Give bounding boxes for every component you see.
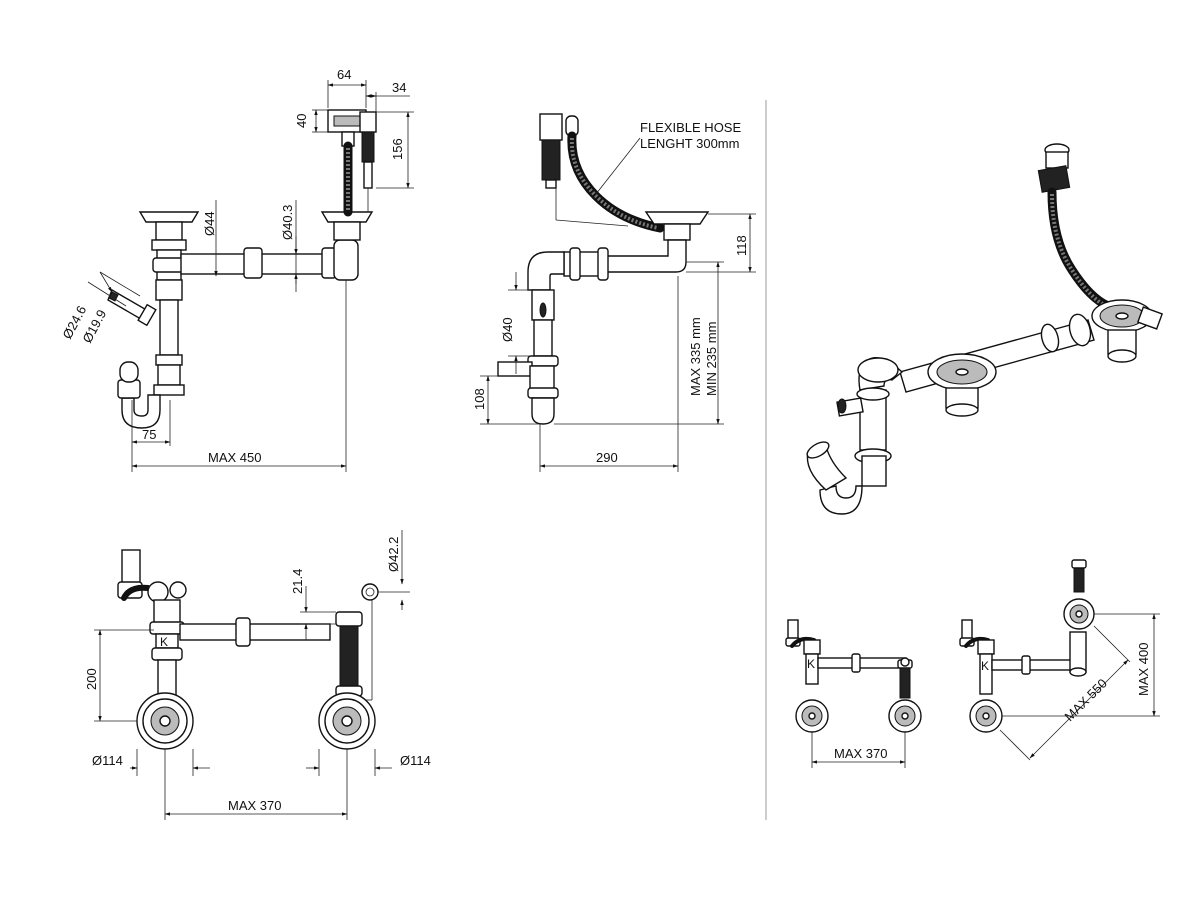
dim-dia-114-right: Ø114 — [400, 753, 431, 768]
svg-text:K: K — [981, 659, 989, 673]
dim-max-550: MAX 550 — [1062, 676, 1110, 724]
view-2-side-elevation: FLEXIBLE HOSE LENGHT 300mm 118 Ø40 108 M… — [472, 113, 756, 472]
dim-dia-42-2: Ø42.2 — [386, 537, 401, 572]
dim-118: 118 — [734, 235, 749, 256]
dim-min-235: MIN 235 mm — [704, 322, 719, 396]
dim-40: 40 — [294, 114, 309, 128]
dim-200: 200 — [84, 668, 99, 690]
dim-max-400: MAX 400 — [1136, 643, 1151, 696]
dim-290: 290 — [596, 450, 618, 465]
view-3-plan: K Ø42.2 21.4 200 — [84, 530, 431, 820]
dim-108: 108 — [472, 388, 487, 410]
dim-dia-114-left: Ø114 — [92, 753, 123, 768]
small-dim-max-370: MAX 370 — [834, 746, 887, 761]
view-isometric — [806, 143, 1164, 515]
dim-64: 64 — [337, 67, 351, 82]
svg-text:K: K — [807, 657, 815, 671]
dim-dia-40-3: Ø40.3 — [280, 205, 295, 240]
hose-label-line2: LENGHT 300mm — [640, 136, 739, 151]
dim-dia-44: Ø44 — [202, 211, 217, 236]
view-1-side-elevation: 64 34 40 156 Ø44 Ø40.3 Ø24.6 Ø19.9 75 MA… — [59, 67, 414, 472]
hose-label-line1: FLEXIBLE HOSE — [640, 120, 741, 135]
dim-max-450: MAX 450 — [208, 450, 261, 465]
view-4-small-plan: K MAX 370 — [785, 619, 922, 768]
dim-21-4: 21.4 — [290, 569, 305, 594]
dim-max-370: MAX 370 — [228, 798, 281, 813]
dim-34: 34 — [392, 80, 406, 95]
svg-text:K: K — [160, 635, 168, 649]
dim-max-335: MAX 335 mm — [688, 317, 703, 396]
view-5-small-corner-plan: K MAX 550 MAX 400 — [959, 559, 1160, 761]
dim-dia-40: Ø40 — [500, 317, 515, 342]
dim-75: 75 — [142, 427, 156, 442]
dim-156: 156 — [390, 138, 405, 160]
